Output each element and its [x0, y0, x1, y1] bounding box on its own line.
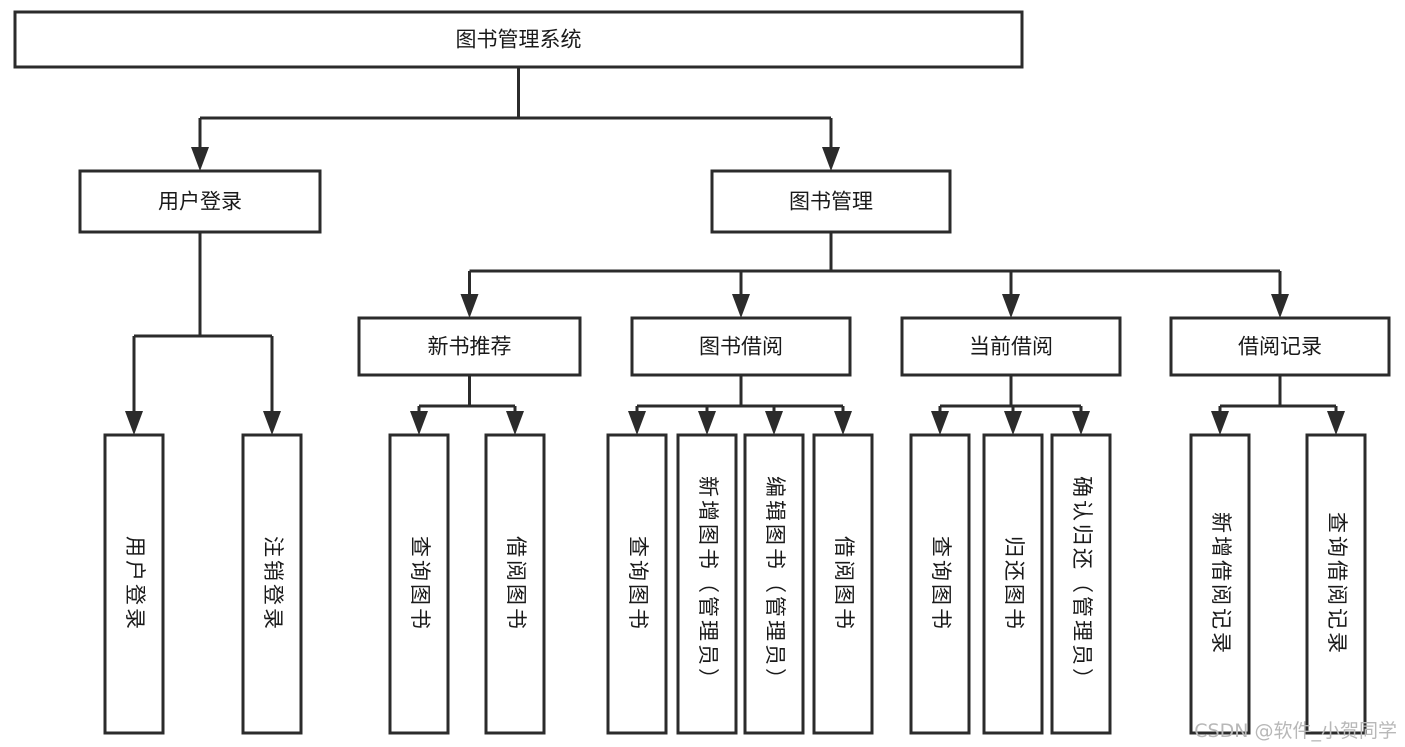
arrow-head-icon [931, 411, 949, 435]
node-records[interactable]: 借阅记录 [1169, 316, 1391, 377]
node-leaf-user-login[interactable]: 用户登录 [103, 433, 165, 735]
node-label-leaf-user-login: 用户登录 [123, 536, 147, 632]
node-box-login[interactable] [78, 169, 322, 234]
watermark-label: CSDN @软件_小贺同学 [1194, 720, 1397, 742]
node-box-leaf-borrow-book-1[interactable] [484, 433, 546, 735]
node-leaf-query-book-2[interactable]: 查询图书 [606, 433, 668, 735]
node-label-leaf-query-book-2: 查询图书 [626, 536, 650, 632]
node-label-bookmgmt: 图书管理 [789, 190, 873, 214]
arrow-head-icon [732, 294, 750, 318]
node-box-leaf-user-logout[interactable] [241, 433, 303, 735]
node-box-root[interactable] [13, 10, 1024, 69]
edge-borrow-children [628, 375, 852, 435]
node-label-newbook: 新书推荐 [428, 335, 512, 359]
node-box-leaf-return-book[interactable] [982, 433, 1044, 735]
node-label-login: 用户登录 [158, 190, 242, 214]
node-box-leaf-query-book-3[interactable] [909, 433, 971, 735]
edge-login-children [125, 232, 281, 435]
arrow-head-icon [460, 294, 479, 318]
arrow-head-icon [765, 411, 783, 435]
node-label-leaf-add-book: 新增图书（管理员） [696, 476, 720, 692]
node-box-leaf-borrow-book-2[interactable] [812, 433, 874, 735]
node-label-leaf-borrow-book-2: 借阅图书 [832, 536, 856, 632]
edge-records-children [1211, 375, 1345, 435]
node-leaf-add-record[interactable]: 新增借阅记录 [1189, 433, 1251, 735]
arrow-head-icon [1002, 294, 1020, 318]
arrow-head-icon [1211, 411, 1229, 435]
arrow-head-icon [1004, 411, 1022, 435]
node-label-leaf-confirm-return: 确认归还（管理员） [1070, 476, 1094, 692]
node-box-borrow[interactable] [630, 316, 852, 377]
node-label-root: 图书管理系统 [456, 28, 582, 52]
node-box-leaf-confirm-return[interactable] [1050, 433, 1112, 735]
arrow-head-icon [1072, 411, 1090, 435]
node-box-leaf-query-record[interactable] [1305, 433, 1367, 735]
arrow-head-icon [698, 411, 716, 435]
arrow-head-icon [1327, 411, 1345, 435]
node-leaf-return-book[interactable]: 归还图书 [982, 433, 1044, 735]
node-leaf-add-book[interactable]: 新增图书（管理员） [676, 433, 738, 735]
node-box-current[interactable] [900, 316, 1122, 377]
edge-bookmgmt-children [460, 232, 1289, 318]
arrow-head-icon [834, 411, 852, 435]
node-bookmgmt[interactable]: 图书管理 [710, 169, 952, 234]
node-leaf-borrow-book-2[interactable]: 借阅图书 [812, 433, 874, 735]
node-box-leaf-query-book-1[interactable] [388, 433, 450, 735]
node-box-newbook[interactable] [357, 316, 582, 377]
node-leaf-query-book-1[interactable]: 查询图书 [388, 433, 450, 735]
node-label-current: 当前借阅 [969, 335, 1053, 359]
arrow-head-icon [410, 411, 428, 435]
node-root[interactable]: 图书管理系统 [13, 10, 1024, 69]
connectors-layer [125, 67, 1345, 435]
node-box-leaf-query-book-2[interactable] [606, 433, 668, 735]
arrow-head-icon [822, 147, 840, 171]
arrow-head-icon [628, 411, 646, 435]
node-box-records[interactable] [1169, 316, 1391, 377]
node-label-leaf-return-book: 归还图书 [1002, 536, 1026, 632]
node-borrow[interactable]: 图书借阅 [630, 316, 852, 377]
arrow-head-icon [506, 411, 524, 435]
edge-newbook-children [410, 375, 524, 435]
node-leaf-edit-book[interactable]: 编辑图书（管理员） [743, 433, 805, 735]
node-leaf-user-logout[interactable]: 注销登录 [241, 433, 303, 735]
arrow-head-icon [125, 411, 143, 435]
node-newbook[interactable]: 新书推荐 [357, 316, 582, 377]
edge-root-children [191, 67, 840, 171]
arrow-head-icon [191, 147, 209, 171]
arrow-head-icon [1271, 294, 1289, 318]
node-leaf-query-book-3[interactable]: 查询图书 [909, 433, 971, 735]
node-leaf-query-record[interactable]: 查询借阅记录 [1305, 433, 1367, 735]
node-current[interactable]: 当前借阅 [900, 316, 1122, 377]
nodes-layer: 图书管理系统用户登录图书管理新书推荐图书借阅当前借阅借阅记录用户登录注销登录查询… [13, 10, 1391, 735]
node-box-bookmgmt[interactable] [710, 169, 952, 234]
node-leaf-borrow-book-1[interactable]: 借阅图书 [484, 433, 546, 735]
node-label-leaf-query-book-1: 查询图书 [408, 536, 432, 632]
node-label-leaf-user-logout: 注销登录 [261, 536, 285, 632]
node-box-leaf-edit-book[interactable] [743, 433, 805, 735]
node-label-leaf-add-record: 新增借阅记录 [1209, 512, 1233, 656]
node-label-leaf-edit-book: 编辑图书（管理员） [763, 476, 787, 692]
node-label-leaf-query-book-3: 查询图书 [929, 536, 953, 632]
node-label-borrow: 图书借阅 [699, 335, 783, 359]
node-label-records: 借阅记录 [1238, 335, 1322, 359]
node-label-leaf-borrow-book-1: 借阅图书 [504, 536, 528, 632]
node-leaf-confirm-return[interactable]: 确认归还（管理员） [1050, 433, 1112, 735]
node-box-leaf-add-book[interactable] [676, 433, 738, 735]
node-login[interactable]: 用户登录 [78, 169, 322, 234]
arrow-head-icon [263, 411, 281, 435]
node-box-leaf-add-record[interactable] [1189, 433, 1251, 735]
node-label-leaf-query-record: 查询借阅记录 [1325, 512, 1349, 656]
edge-current-children [931, 375, 1090, 435]
node-box-leaf-user-login[interactable] [103, 433, 165, 735]
